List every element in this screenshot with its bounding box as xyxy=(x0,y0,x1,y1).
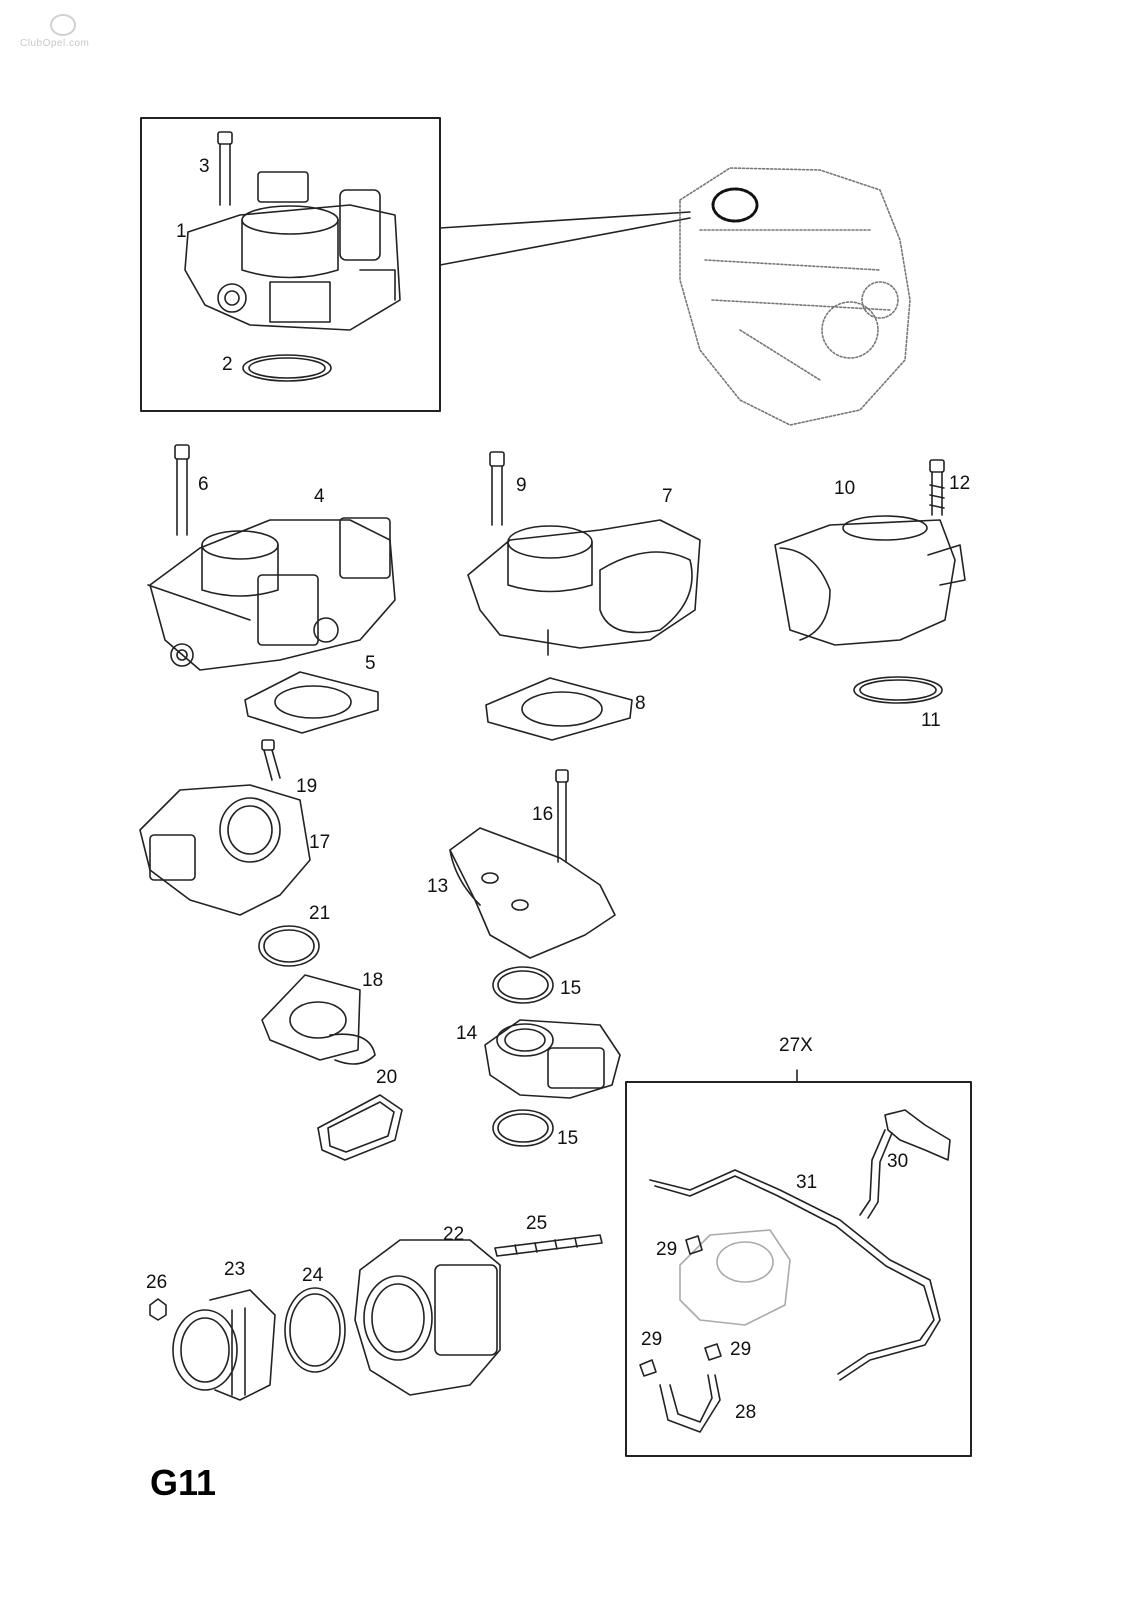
page-code: G11 xyxy=(150,1462,217,1503)
callout-13: 13 xyxy=(427,876,449,897)
callout-12: 12 xyxy=(949,473,971,494)
part-29-clip-b xyxy=(639,1359,657,1377)
part-3-screw xyxy=(217,131,233,206)
part-21-o-ring xyxy=(258,925,320,967)
kit-box xyxy=(625,1081,972,1457)
part-19-screw xyxy=(261,739,281,781)
callout-9: 9 xyxy=(516,475,527,496)
callout-16: 16 xyxy=(532,804,554,825)
callout-19: 19 xyxy=(296,776,318,797)
callout-28: 28 xyxy=(735,1402,757,1423)
part-29-clip-a xyxy=(685,1235,703,1255)
part-5-gasket xyxy=(244,671,379,734)
part-28-hose-inner xyxy=(669,1374,713,1423)
part-29-clip-c xyxy=(704,1343,722,1361)
part-9-bolt xyxy=(489,451,505,526)
callout-1: 1 xyxy=(176,221,187,242)
part-20-gasket xyxy=(317,1094,403,1161)
part-22-throttle-body xyxy=(354,1239,501,1396)
callout-8: 8 xyxy=(635,693,646,714)
callout-5: 5 xyxy=(365,653,376,674)
part-7-throttle-body xyxy=(467,519,701,656)
callout-14: 14 xyxy=(456,1023,478,1044)
part-15-o-ring-lower xyxy=(492,1109,554,1147)
callout-30: 30 xyxy=(887,1151,909,1172)
part-23-adapter xyxy=(172,1289,276,1401)
callout-2: 2 xyxy=(222,354,233,375)
callout-23: 23 xyxy=(224,1259,246,1280)
callout-10: 10 xyxy=(834,478,856,499)
part-26-nut xyxy=(149,1298,167,1321)
part-25-stud xyxy=(494,1234,603,1257)
part-24-o-ring-inner xyxy=(289,1293,341,1367)
callout-20: 20 xyxy=(376,1067,398,1088)
callout-3: 3 xyxy=(199,156,210,177)
part-2-o-ring xyxy=(242,354,332,382)
part-16-bolt xyxy=(555,769,569,863)
part-24-o-ring xyxy=(284,1287,346,1373)
part-1-throttle-body xyxy=(184,171,401,331)
callout-29-a: 29 xyxy=(656,1239,678,1260)
watermark-text: ClubOpel.com xyxy=(20,38,90,49)
connector-lines xyxy=(439,211,691,266)
engine-highlight xyxy=(711,187,759,223)
callout-29-b: 29 xyxy=(641,1329,663,1350)
callout-29-c: 29 xyxy=(730,1339,752,1360)
callout-18: 18 xyxy=(362,970,384,991)
part-2-o-ring-inner xyxy=(248,357,326,379)
kit-throttle-body-ghost xyxy=(679,1229,791,1326)
part-18-adapter xyxy=(261,974,376,1065)
callout-7: 7 xyxy=(662,486,673,507)
part-31-vacuum-pipe-inner xyxy=(654,1175,935,1375)
kit-label-27x: 27X xyxy=(779,1035,813,1056)
part-13-intake-adapter xyxy=(449,827,616,959)
part-21-o-ring-inner xyxy=(263,929,315,963)
part-15-o-ring-lower-inner xyxy=(497,1113,549,1143)
callout-24: 24 xyxy=(302,1265,324,1286)
part-6-bolt xyxy=(174,444,190,536)
part-4-throttle-body xyxy=(147,517,396,671)
callout-17: 17 xyxy=(309,832,331,853)
part-8-gasket xyxy=(485,677,633,741)
callout-25: 25 xyxy=(526,1213,548,1234)
callout-11: 11 xyxy=(921,710,941,731)
part-28-hose xyxy=(659,1374,721,1433)
callout-21: 21 xyxy=(309,903,331,924)
part-30-sensor xyxy=(859,1109,951,1219)
engine-overview xyxy=(679,167,911,426)
part-11-o-ring xyxy=(853,676,943,704)
part-17-throttle-body xyxy=(139,784,311,916)
part-11-o-ring-inner xyxy=(859,679,937,701)
callout-4: 4 xyxy=(314,486,325,507)
callout-6: 6 xyxy=(198,474,209,495)
part-15-o-ring-upper-inner xyxy=(497,970,549,1000)
callout-31: 31 xyxy=(796,1172,818,1193)
part-12-screw xyxy=(929,459,945,516)
callout-26: 26 xyxy=(146,1272,168,1293)
part-31-vacuum-pipe xyxy=(649,1169,941,1381)
part-10-throttle-body xyxy=(774,515,966,646)
callout-22: 22 xyxy=(443,1224,465,1245)
part-14-throttle-body xyxy=(484,1019,621,1099)
part-15-o-ring-upper xyxy=(492,966,554,1004)
opel-logo-icon xyxy=(50,14,76,36)
watermark-logo: ClubOpel.com xyxy=(8,14,118,58)
callout-15-upper: 15 xyxy=(560,978,582,999)
callout-15-lower: 15 xyxy=(557,1128,579,1149)
